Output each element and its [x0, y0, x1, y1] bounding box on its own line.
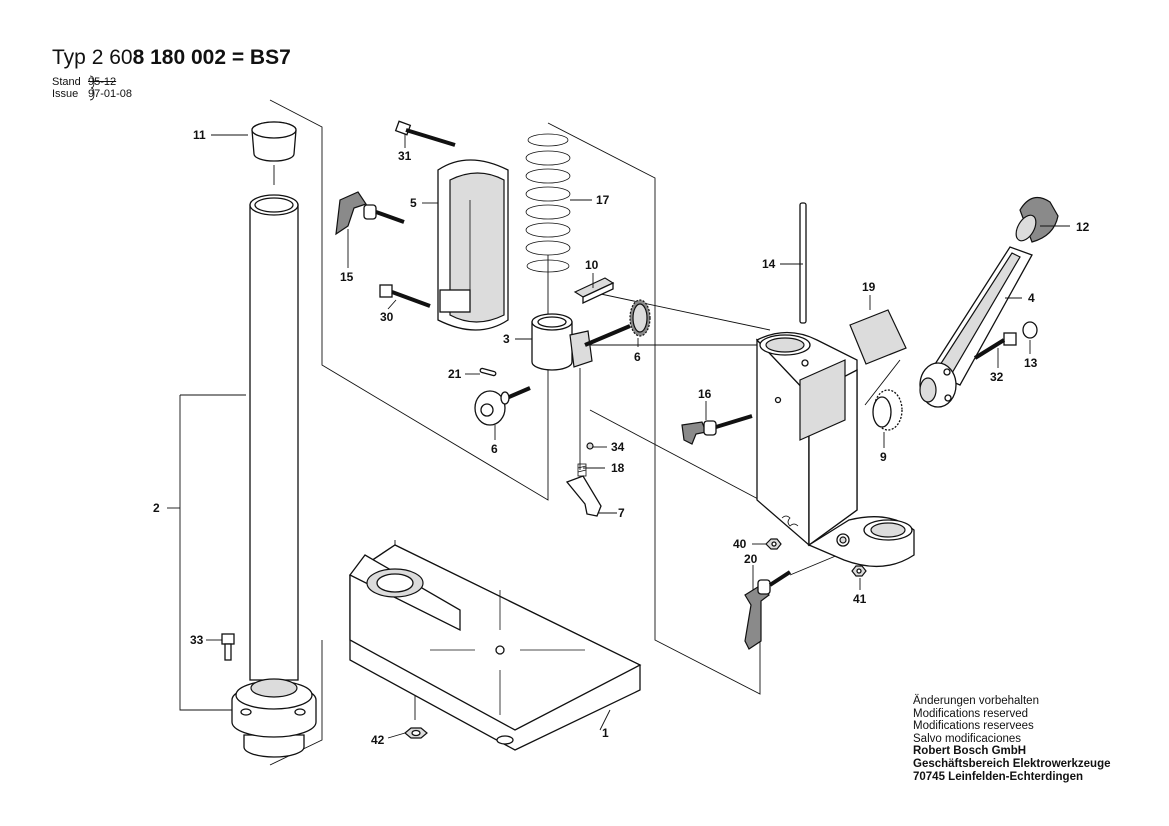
callout-6-pinion: 6 [634, 350, 641, 364]
type-number-light: 2 60 [91, 46, 133, 69]
part-9-knurled-ring [872, 389, 903, 431]
callout-40: 40 [733, 537, 747, 551]
part-13-cap [1022, 321, 1038, 339]
part-31-screw [394, 120, 456, 147]
callout-30: 30 [380, 310, 394, 324]
part-1-base-plate [349, 544, 642, 751]
part-11-cap [251, 121, 297, 162]
callout-20: 20 [744, 552, 758, 566]
part-6-knob [474, 386, 531, 426]
part-15-wing-bolt [335, 191, 405, 236]
callout-33: 33 [190, 633, 204, 647]
part-12-handle-grip [1015, 196, 1059, 243]
note-es: Salvo modificaciones [913, 732, 1022, 745]
part-20-wing-bolt [744, 570, 792, 650]
leader-lines [167, 134, 1070, 739]
callout-7: 7 [618, 506, 625, 520]
callout-5: 5 [410, 196, 417, 210]
callout-4: 4 [1028, 291, 1035, 305]
company-address: 70745 Leinfelden-Echterdingen [913, 770, 1083, 783]
callout-1: 1 [602, 726, 609, 740]
callout-10: 10 [585, 258, 599, 272]
stand-issue-brace [89, 75, 95, 101]
callout-32: 32 [990, 370, 1004, 384]
part-18-small-spring [577, 463, 587, 477]
callout-34: 34 [611, 440, 625, 454]
note-fr: Modifications reservees [913, 720, 1034, 733]
part-17-spring [525, 133, 571, 273]
column-foot [231, 678, 317, 758]
stand-line: Stand 95-12 [52, 76, 116, 88]
drill-carriage-housing [755, 331, 915, 568]
stand-label: Stand [52, 76, 81, 88]
company-division: Geschäftsbereich Elektrowerkzeuge [913, 757, 1111, 770]
assembly-guide-lines [179, 99, 901, 766]
issue-value: 97-01-08 [88, 88, 133, 100]
part-14-rod [799, 202, 807, 324]
callout-2: 2 [153, 501, 160, 515]
callout-18: 18 [611, 461, 625, 475]
callout-13: 13 [1024, 356, 1038, 370]
callout-6-knob: 6 [491, 442, 498, 456]
type-number-bold: 8 180 002 = BS7 [132, 46, 291, 69]
note-de: Änderungen vorbehalten [913, 695, 1039, 707]
type-title: Typ 2 608 180 002 = BS7 [52, 46, 291, 70]
part-42-nut [404, 727, 428, 739]
type-label: Typ [52, 46, 86, 69]
callout-19: 19 [862, 280, 876, 294]
part-6-gear-pinion [584, 299, 651, 347]
part-4-handle-arm [919, 246, 1033, 408]
callout-12: 12 [1076, 220, 1090, 234]
part-33-screw [221, 633, 235, 661]
callout-16: 16 [698, 387, 712, 401]
callout-31: 31 [398, 149, 412, 163]
part-19-label-plate [849, 309, 907, 365]
callout-numbers: 1 2 3 4 5 6 6 7 9 10 11 12 13 14 15 16 1… [153, 128, 1090, 747]
callout-9: 9 [880, 450, 887, 464]
note-en: Modifications reserved [913, 707, 1029, 720]
part-16-wing-bolt [681, 414, 753, 445]
callout-41: 41 [853, 592, 867, 606]
part-34-ball [586, 442, 594, 450]
part-5-clamp-housing [437, 159, 509, 331]
callout-15: 15 [340, 270, 354, 284]
callout-3: 3 [503, 332, 510, 346]
part-2-column-tube [249, 194, 299, 681]
part-7-lever [565, 475, 602, 517]
part-30-screw [379, 284, 431, 308]
callout-11: 11 [193, 128, 206, 142]
company-name: Robert Bosch GmbH [913, 745, 1027, 758]
callout-42: 42 [371, 733, 385, 747]
issue-label: Issue [52, 88, 79, 100]
stand-value: 95-12 [88, 76, 117, 88]
callout-17: 17 [596, 193, 610, 207]
issue-line: Issue 97-01-08 [52, 88, 132, 100]
callout-14: 14 [762, 257, 776, 271]
part-41-nut [851, 565, 867, 577]
part-40-nut [765, 538, 782, 550]
callout-21: 21 [448, 367, 462, 381]
part-32-screw [973, 332, 1017, 360]
part-10-bracket [573, 277, 615, 305]
part-3-clamp-sleeve [531, 313, 593, 371]
part-21-pin [479, 367, 497, 377]
legal-notes: Änderungen vorbehalten Modifications res… [913, 695, 1111, 783]
